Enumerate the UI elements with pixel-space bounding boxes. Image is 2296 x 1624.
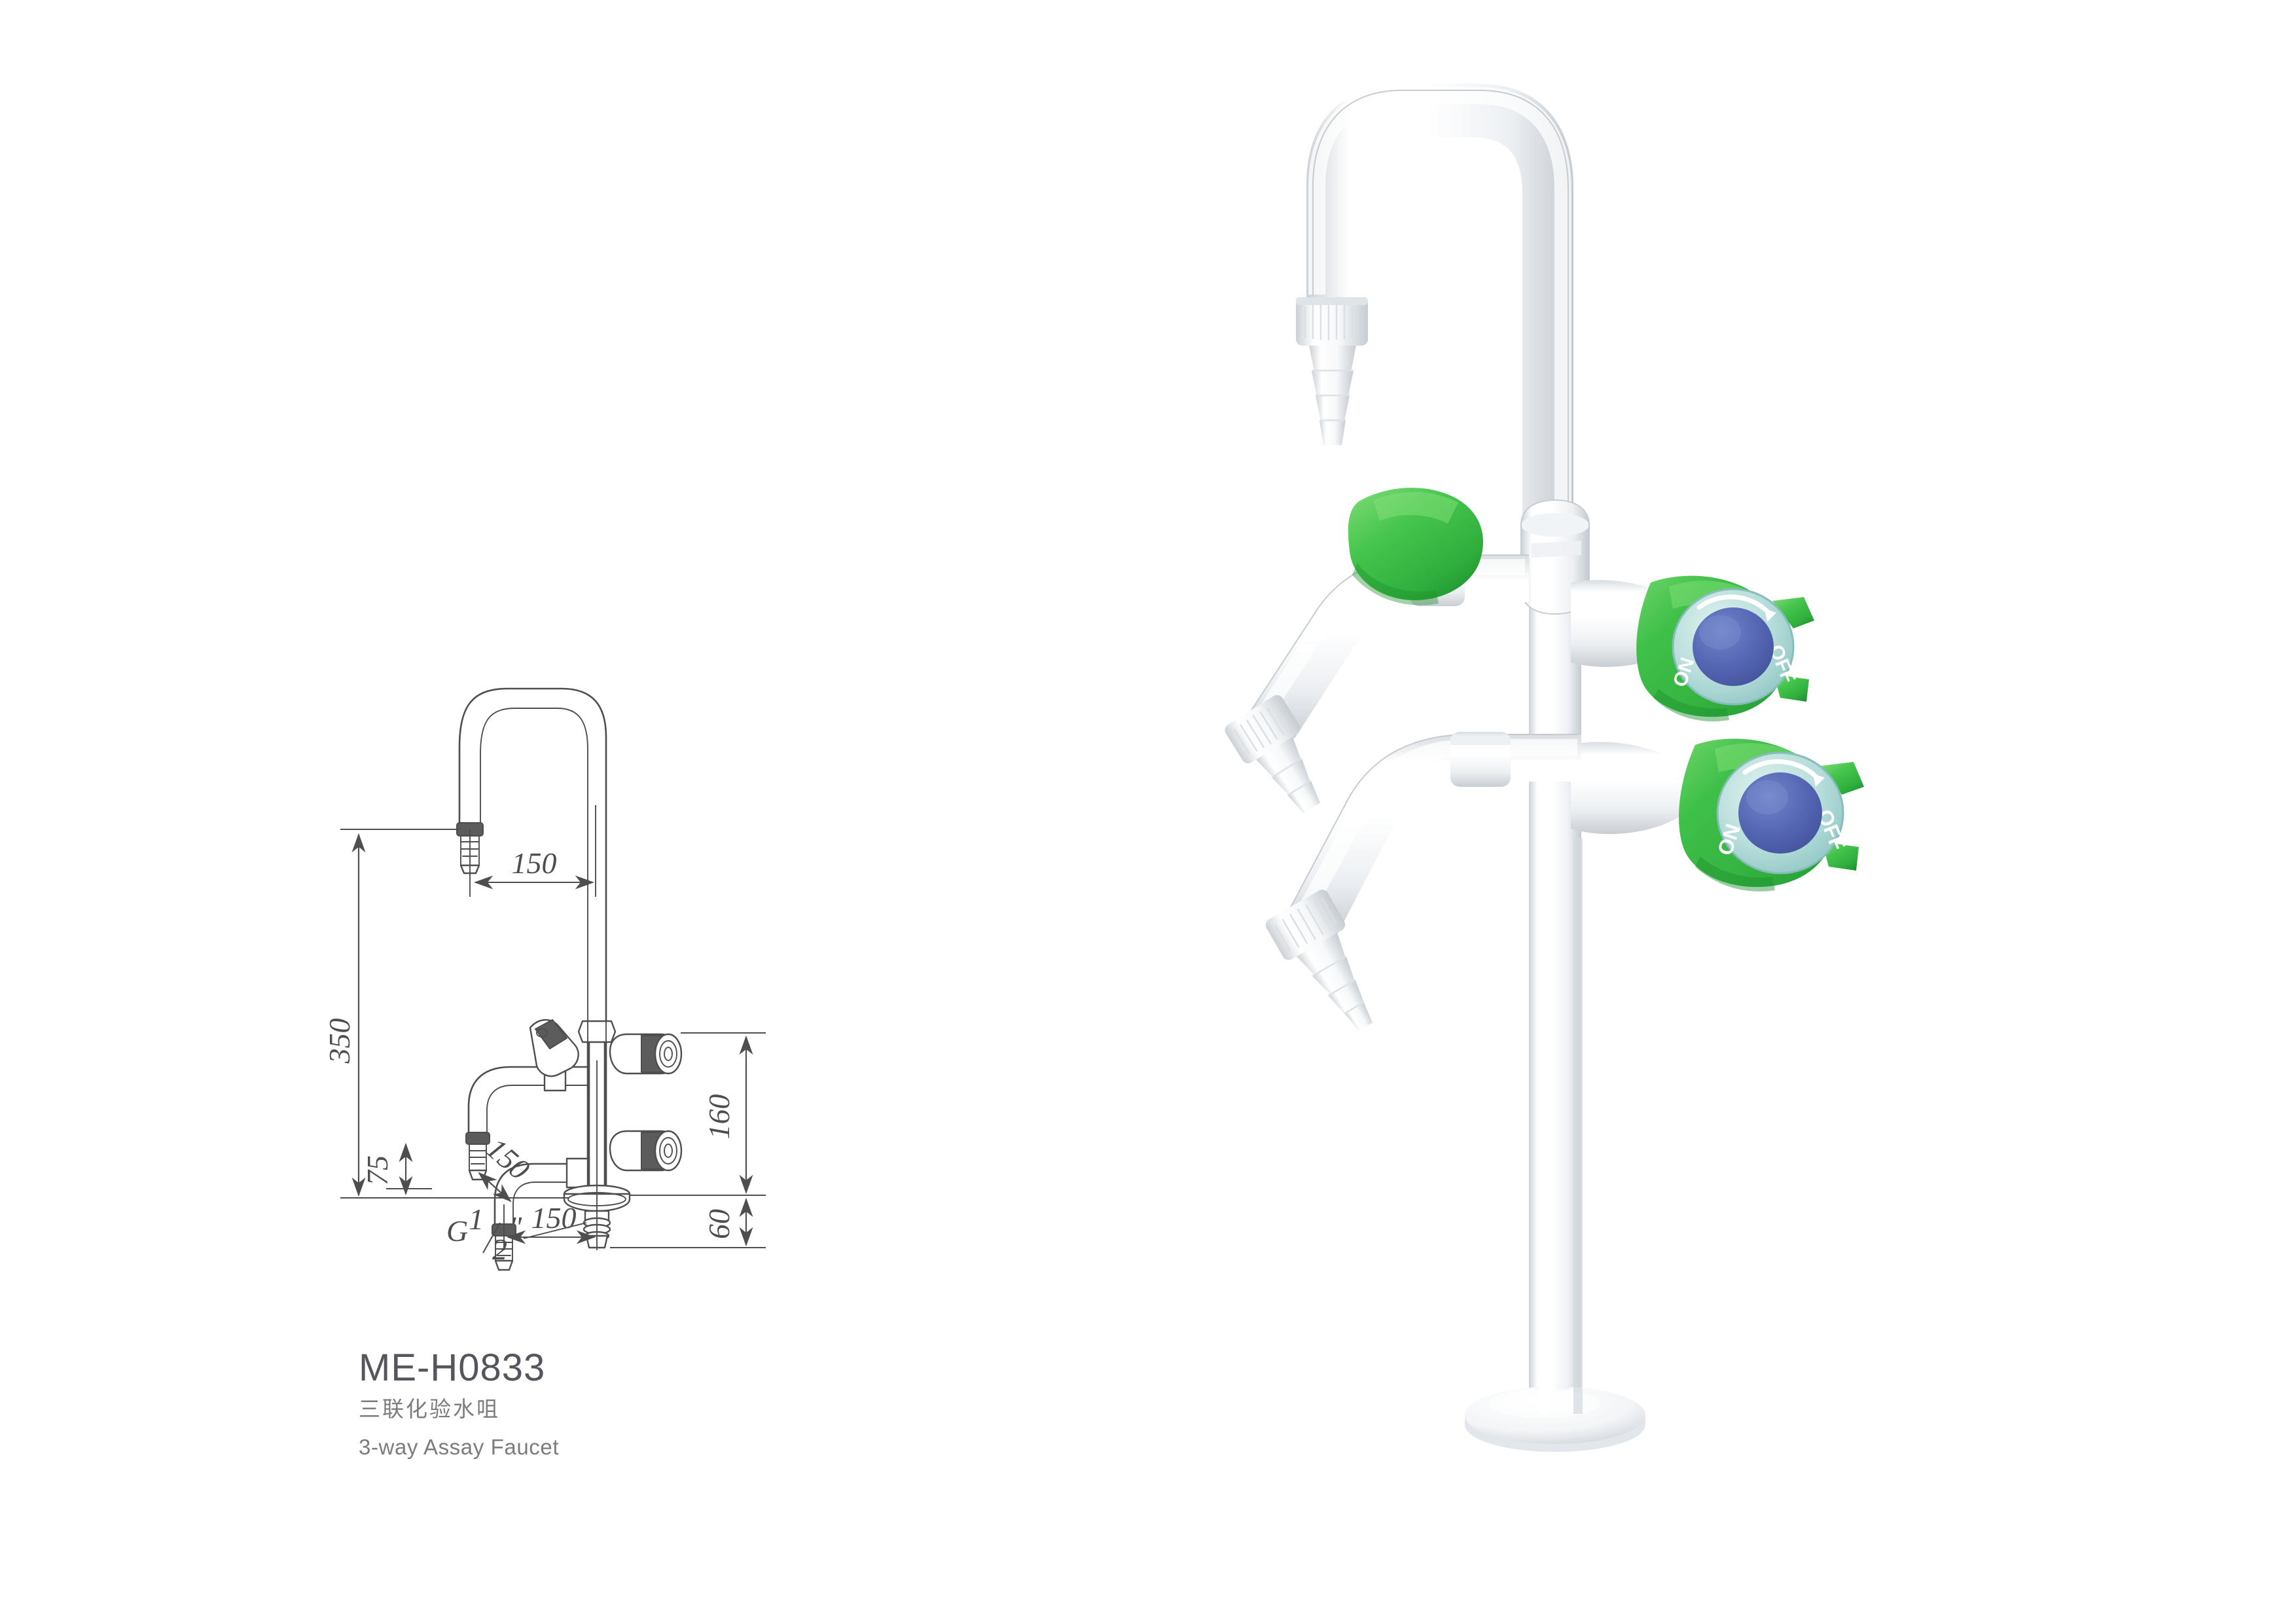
render-side-spout-upper <box>1225 488 1529 814</box>
dim-label-350: 350 <box>323 1019 356 1064</box>
handle-lower-right[interactable]: ON OFF <box>1679 738 1864 892</box>
thread-callout-denominator: 2 <box>492 1233 507 1266</box>
thread-callout-numerator: 1 <box>469 1202 484 1236</box>
dim-label-60: 60 <box>702 1209 736 1239</box>
render-side-spout-lower <box>1265 732 1581 1031</box>
product-caption: ME-H0833 三联化验水咀 3-way Assay Faucet <box>359 1348 948 1459</box>
dimension-overall-height: 350 <box>323 829 569 1199</box>
handle-rear-left[interactable] <box>1348 488 1484 605</box>
render-gooseneck-spout <box>1296 84 1573 524</box>
render-mounting-flange <box>1465 1348 1645 1452</box>
render-gooseneck-collar <box>1296 297 1368 346</box>
product-model-number: ME-H0833 <box>359 1346 546 1389</box>
drawing-valve-handle-upper <box>609 1033 683 1075</box>
dimension-lower-outlet-height: 75 <box>361 1142 432 1196</box>
dimension-valve-centre-height: 160 <box>630 1032 766 1196</box>
render-hose-nozzle-upper-left <box>1225 695 1320 814</box>
drawing-valve-handle-lower <box>609 1130 683 1172</box>
dim-label-lowerarm-150: 150 <box>531 1201 577 1235</box>
product-render: .edge { fill:none; stroke:#c5ccd2; strok… <box>1086 65 2199 1525</box>
handle-upper-right[interactable]: ON OFF <box>1636 575 1814 722</box>
drawing-side-spout-upper <box>465 1019 590 1181</box>
dimension-lower-arm-reach: 150 <box>503 1060 598 1250</box>
render-hose-nozzle-lower-left <box>1265 890 1373 1031</box>
thread-callout-prefix: G <box>446 1214 468 1248</box>
product-name-english: 3-way Assay Faucet <box>359 1435 560 1460</box>
render-riser-highlight <box>1539 838 1583 1414</box>
dim-label-75: 75 <box>361 1155 394 1185</box>
technical-drawing: .ln { fill:none; stroke:#4e4e4e; stroke-… <box>314 609 1008 1276</box>
render-hose-nozzle-top <box>1309 346 1356 445</box>
dimension-flange-height: 60 <box>610 1197 766 1248</box>
handle-upper-right-cap <box>1693 607 1774 686</box>
render-valve-lower-right: ON OFF <box>1571 738 1864 892</box>
handle-lower-right-cap <box>1738 772 1822 854</box>
product-name-chinese: 三联化验水咀 <box>359 1396 500 1421</box>
dimension-gooseneck-reach: 150 <box>469 805 596 897</box>
thread-callout: G 1 2 " <box>446 1202 587 1266</box>
render-valve-upper-right: ON OFF <box>1571 575 1814 722</box>
dim-label-160: 160 <box>702 1094 736 1140</box>
thread-callout-inch-mark: " <box>509 1210 522 1244</box>
dim-label-gooseneck-150: 150 <box>512 846 557 880</box>
